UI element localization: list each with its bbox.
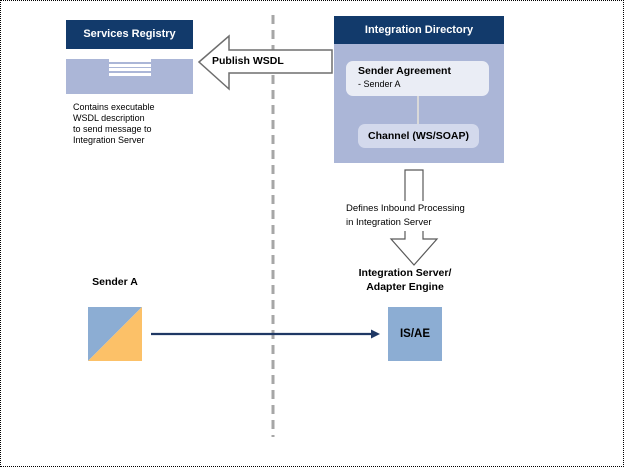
sender-icon-orange-half [88,307,142,361]
note-line: Contains executable [73,102,155,112]
services-registry-box: Services Registry [66,20,193,94]
integration-server-title: Integration Server/ Adapter Engine [325,267,485,294]
sender-agreement-panel: Sender Agreement - Sender A [346,61,489,96]
sender-a-system-icon [88,307,142,361]
note-line: Integration Server [73,135,145,145]
publish-wsdl-arrow [197,34,333,91]
publish-wsdl-label: Publish WSDL [212,55,284,67]
title-line: Adapter Engine [366,280,444,293]
services-registry-body [66,59,193,94]
note-line: Defines Inbound Processing [346,203,465,214]
title-line: Integration Server/ [358,267,452,279]
sender-a-label: Sender A [92,276,138,288]
integration-directory-title: Integration Directory [334,16,504,44]
sender-agreement-item: - Sender A [358,79,401,89]
publish-wsdl-arrow-shape [197,34,333,91]
registry-list-icon [108,59,151,76]
sender-to-isae-arrowhead [371,329,380,339]
agreement-channel-connector [417,96,419,124]
dashed-divider-line [271,15,275,437]
note-line: WSDL description [73,113,145,123]
sender-agreement-title: Sender Agreement [358,65,451,77]
inbound-processing-note: Defines Inbound Processing in Integratio… [343,201,468,231]
note-line: in Integration Server [346,217,432,228]
services-registry-note: Contains executable WSDL description to … [73,102,155,146]
sender-to-isae-arrow [151,329,380,339]
services-registry-title: Services Registry [66,20,193,49]
isae-box: IS/AE [388,307,442,361]
channel-panel: Channel (WS/SOAP) [358,124,479,148]
note-line: to send message to [73,124,152,134]
